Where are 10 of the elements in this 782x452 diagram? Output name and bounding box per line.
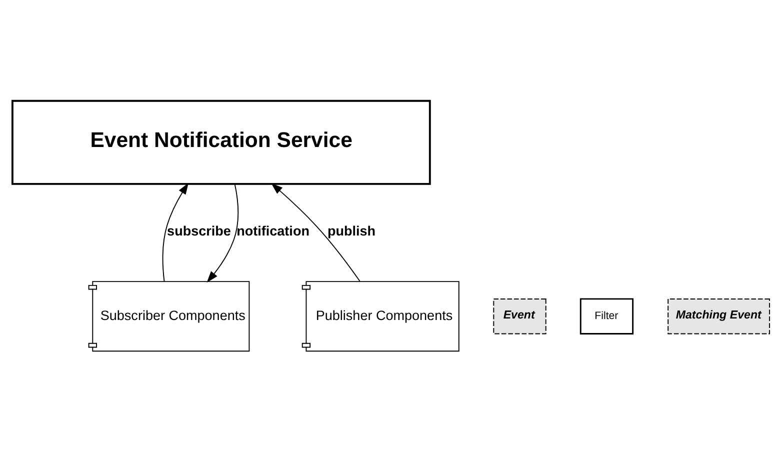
edge-label: subscribe xyxy=(167,223,231,238)
edge-label: notification xyxy=(236,223,310,238)
edge-label: publish xyxy=(327,223,376,238)
node-box: Filter xyxy=(580,298,634,334)
node-box: Event Notification Service xyxy=(11,100,431,185)
node-box: Event xyxy=(493,298,546,334)
arrow xyxy=(206,184,239,283)
arrow xyxy=(271,183,360,282)
node-box: Matching Event xyxy=(668,298,770,334)
arrow xyxy=(162,182,188,282)
